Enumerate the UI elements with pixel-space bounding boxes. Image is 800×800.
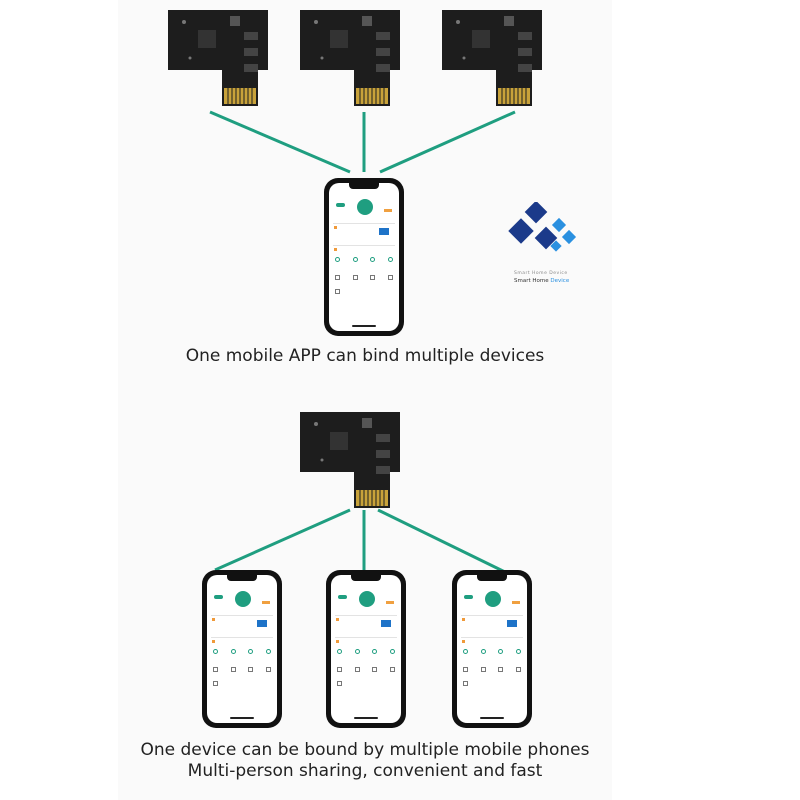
- smartphone-icon: [324, 178, 404, 336]
- phone-screen: [457, 575, 527, 723]
- caption-bottom-1: One device can be bound by multiple mobi…: [140, 740, 590, 760]
- line-left-bottom: [214, 508, 351, 572]
- status-circle: [357, 199, 373, 215]
- line-right-top: [379, 110, 516, 174]
- caption-bottom-2: Multi-person sharing, convenient and fas…: [187, 761, 543, 781]
- logo-text-faint: Smart Home Device: [514, 271, 568, 276]
- circuit-board-icon: [442, 10, 542, 106]
- diamond-logo-icon: [508, 202, 577, 252]
- smartphone-icon: [326, 570, 406, 728]
- circuit-board-icon: [300, 412, 400, 508]
- phone-screen: [331, 575, 401, 723]
- lamp-icon: [379, 228, 389, 235]
- logo-text: Smart Home Device: [514, 278, 570, 284]
- smartphone-icon: [452, 570, 532, 728]
- phone-screen: [207, 575, 277, 723]
- line-left-top: [209, 110, 351, 174]
- phone-screen: [329, 183, 399, 331]
- caption-top: One mobile APP can bind multiple devices: [185, 346, 545, 366]
- smartphone-icon: [202, 570, 282, 728]
- circuit-board-icon: [168, 10, 268, 106]
- line-right-bottom: [377, 508, 506, 574]
- circuit-board-icon: [300, 10, 400, 106]
